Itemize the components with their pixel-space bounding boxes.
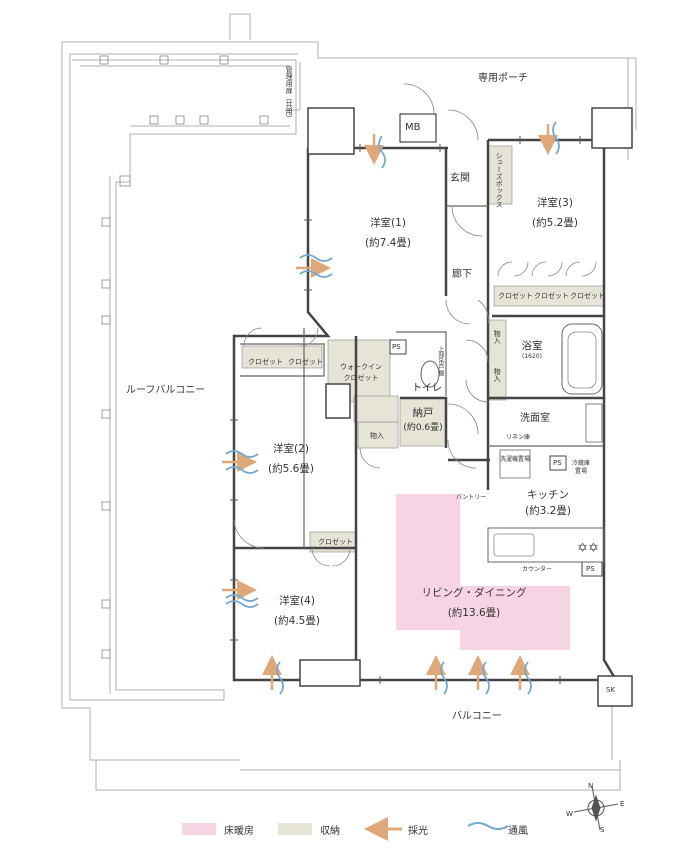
- fridge-label-line2: 置場: [575, 468, 588, 476]
- bedroom-4-name: 洋室(4): [279, 595, 315, 607]
- storage-in-label-1: 物入: [370, 432, 384, 440]
- living-dining: リビング・ダイニング (約13.6畳): [414, 584, 534, 624]
- storage-room-size: (約0.6畳): [403, 422, 443, 433]
- structural-pillars: [299, 107, 633, 707]
- washroom-label: 洗面室: [520, 413, 550, 424]
- balcony-label: バルコニー: [452, 711, 502, 722]
- bedroom-3-size: (約5.2畳): [532, 216, 578, 229]
- roof-balcony-posts: [99, 55, 269, 659]
- kitchen-name: キッチン: [527, 489, 569, 501]
- bedroom-2-size: (約5.6畳): [268, 462, 314, 475]
- washer-label: 洗濯機置場: [500, 456, 531, 463]
- wic-label-line1: ウォークイン: [340, 363, 382, 371]
- kitchen: キッチン (約3.2畳): [518, 488, 578, 520]
- sk-label: SK: [606, 686, 616, 694]
- walls: [232, 138, 619, 682]
- bathtub: [561, 323, 603, 395]
- ps-label-2: PS: [553, 459, 562, 467]
- control-door-label: 管理用扉（共用）: [285, 66, 294, 122]
- storage-room: 納戸 (約0.6畳): [400, 406, 446, 435]
- legend-wind-label: 通風: [508, 825, 528, 837]
- toilet-label: トイレ: [412, 383, 442, 394]
- legend-storage-swatch: [278, 823, 312, 835]
- fridge-label-line1: 冷蔵庫: [572, 460, 591, 467]
- bedroom-3-name: 洋室(3): [537, 197, 573, 209]
- bedroom-4: 洋室(4) (約4.5畳): [262, 592, 332, 632]
- closet-label-b2a: クロゼット: [248, 358, 283, 366]
- closet-label-b3c: クロゼット: [570, 292, 605, 300]
- wic-label: ウォークイン クロゼット: [340, 362, 382, 384]
- bedroom-2-name: 洋室(2): [273, 443, 309, 455]
- closet-label-b3a: クロゼット: [498, 292, 533, 300]
- legend-floor-heating: 床暖房: [182, 822, 254, 837]
- hallway-label: 廊下: [452, 269, 472, 280]
- window-frames: [230, 136, 581, 684]
- ps-label-3: PS: [586, 565, 595, 573]
- shoes-box-label: シューズボックス: [495, 152, 504, 208]
- closet-label-b4: クロゼット: [318, 538, 353, 546]
- washing-machine: [499, 449, 531, 479]
- compass-east: E: [620, 800, 625, 808]
- kitchen-size: (約3.2畳): [525, 504, 571, 517]
- compass-rose: [573, 785, 619, 831]
- bedroom-4-size: (約4.5畳): [274, 614, 320, 627]
- floor-heating-zone: [396, 494, 570, 650]
- fridge-label: 冷蔵庫 置場: [572, 460, 590, 477]
- bedroom-2: 洋室(2) (約5.6畳): [256, 440, 326, 480]
- meter-box: [399, 113, 437, 143]
- ps-label-1: PS: [392, 343, 401, 351]
- compass-north: N: [588, 782, 594, 790]
- pipe-spaces: [389, 339, 603, 577]
- stove-burners: ✡✡: [577, 541, 599, 556]
- door-swings: [233, 83, 597, 567]
- bedroom-1-name: 洋室(1): [370, 217, 406, 229]
- living-dining-name: リビング・ダイニング: [421, 587, 527, 599]
- storage-zones: [241, 145, 605, 553]
- storage-in-label-2: 物入: [493, 330, 502, 344]
- legend-storage: 収納: [278, 822, 340, 837]
- pantry-label: パントリー: [456, 494, 487, 501]
- legend-light: 採光: [408, 822, 428, 837]
- toilet-bowl: [420, 360, 440, 388]
- roof-balcony-label: ルーフバルコニー: [126, 385, 206, 396]
- legend-floor-heating-swatch: [182, 823, 216, 835]
- light-arrows: [222, 124, 558, 690]
- legend-floor-heating-label: 床暖房: [224, 825, 254, 837]
- bedroom-1: 洋室(1) (約7.4畳): [348, 214, 428, 254]
- bedroom-3: 洋室(3) (約5.2畳): [520, 194, 590, 234]
- upper-shelf-label: 上部吊戸棚: [436, 346, 444, 376]
- legend-wind: 通風: [508, 822, 528, 837]
- legend-symbols: [364, 817, 509, 841]
- storage-room-name: 納戸: [412, 407, 434, 419]
- living-dining-size: (約13.6畳): [447, 606, 501, 619]
- roof-balcony-outline: [61, 13, 637, 791]
- closet-label-b3b: クロゼット: [534, 292, 569, 300]
- porch-label: 専用ポーチ: [478, 73, 528, 84]
- kitchen-counter: [487, 527, 605, 563]
- compass-south: S: [600, 826, 605, 834]
- linen-label: リネン庫: [506, 434, 531, 441]
- counter-label: カウンター: [522, 566, 553, 573]
- legend-storage-label: 収納: [320, 825, 340, 837]
- wash-basin: [585, 403, 603, 443]
- storage-in-label-3: 物入: [493, 368, 502, 382]
- bedroom-1-size: (約7.4畳): [365, 236, 411, 249]
- bathroom-name: 浴室: [521, 340, 543, 352]
- wic-label-line2: クロゼット: [343, 374, 379, 383]
- legend-light-label: 採光: [408, 825, 428, 837]
- closet-label-b2b: クロゼット: [288, 358, 323, 366]
- compass-west: W: [566, 810, 573, 818]
- interior-walls: [240, 205, 604, 548]
- entrance-label: 玄関: [450, 173, 470, 184]
- meter-box-label: MB: [405, 122, 421, 133]
- bathroom: 浴室 (1620): [510, 340, 554, 360]
- bathroom-size: (1620): [522, 352, 542, 360]
- ventilation-marks: [225, 121, 560, 695]
